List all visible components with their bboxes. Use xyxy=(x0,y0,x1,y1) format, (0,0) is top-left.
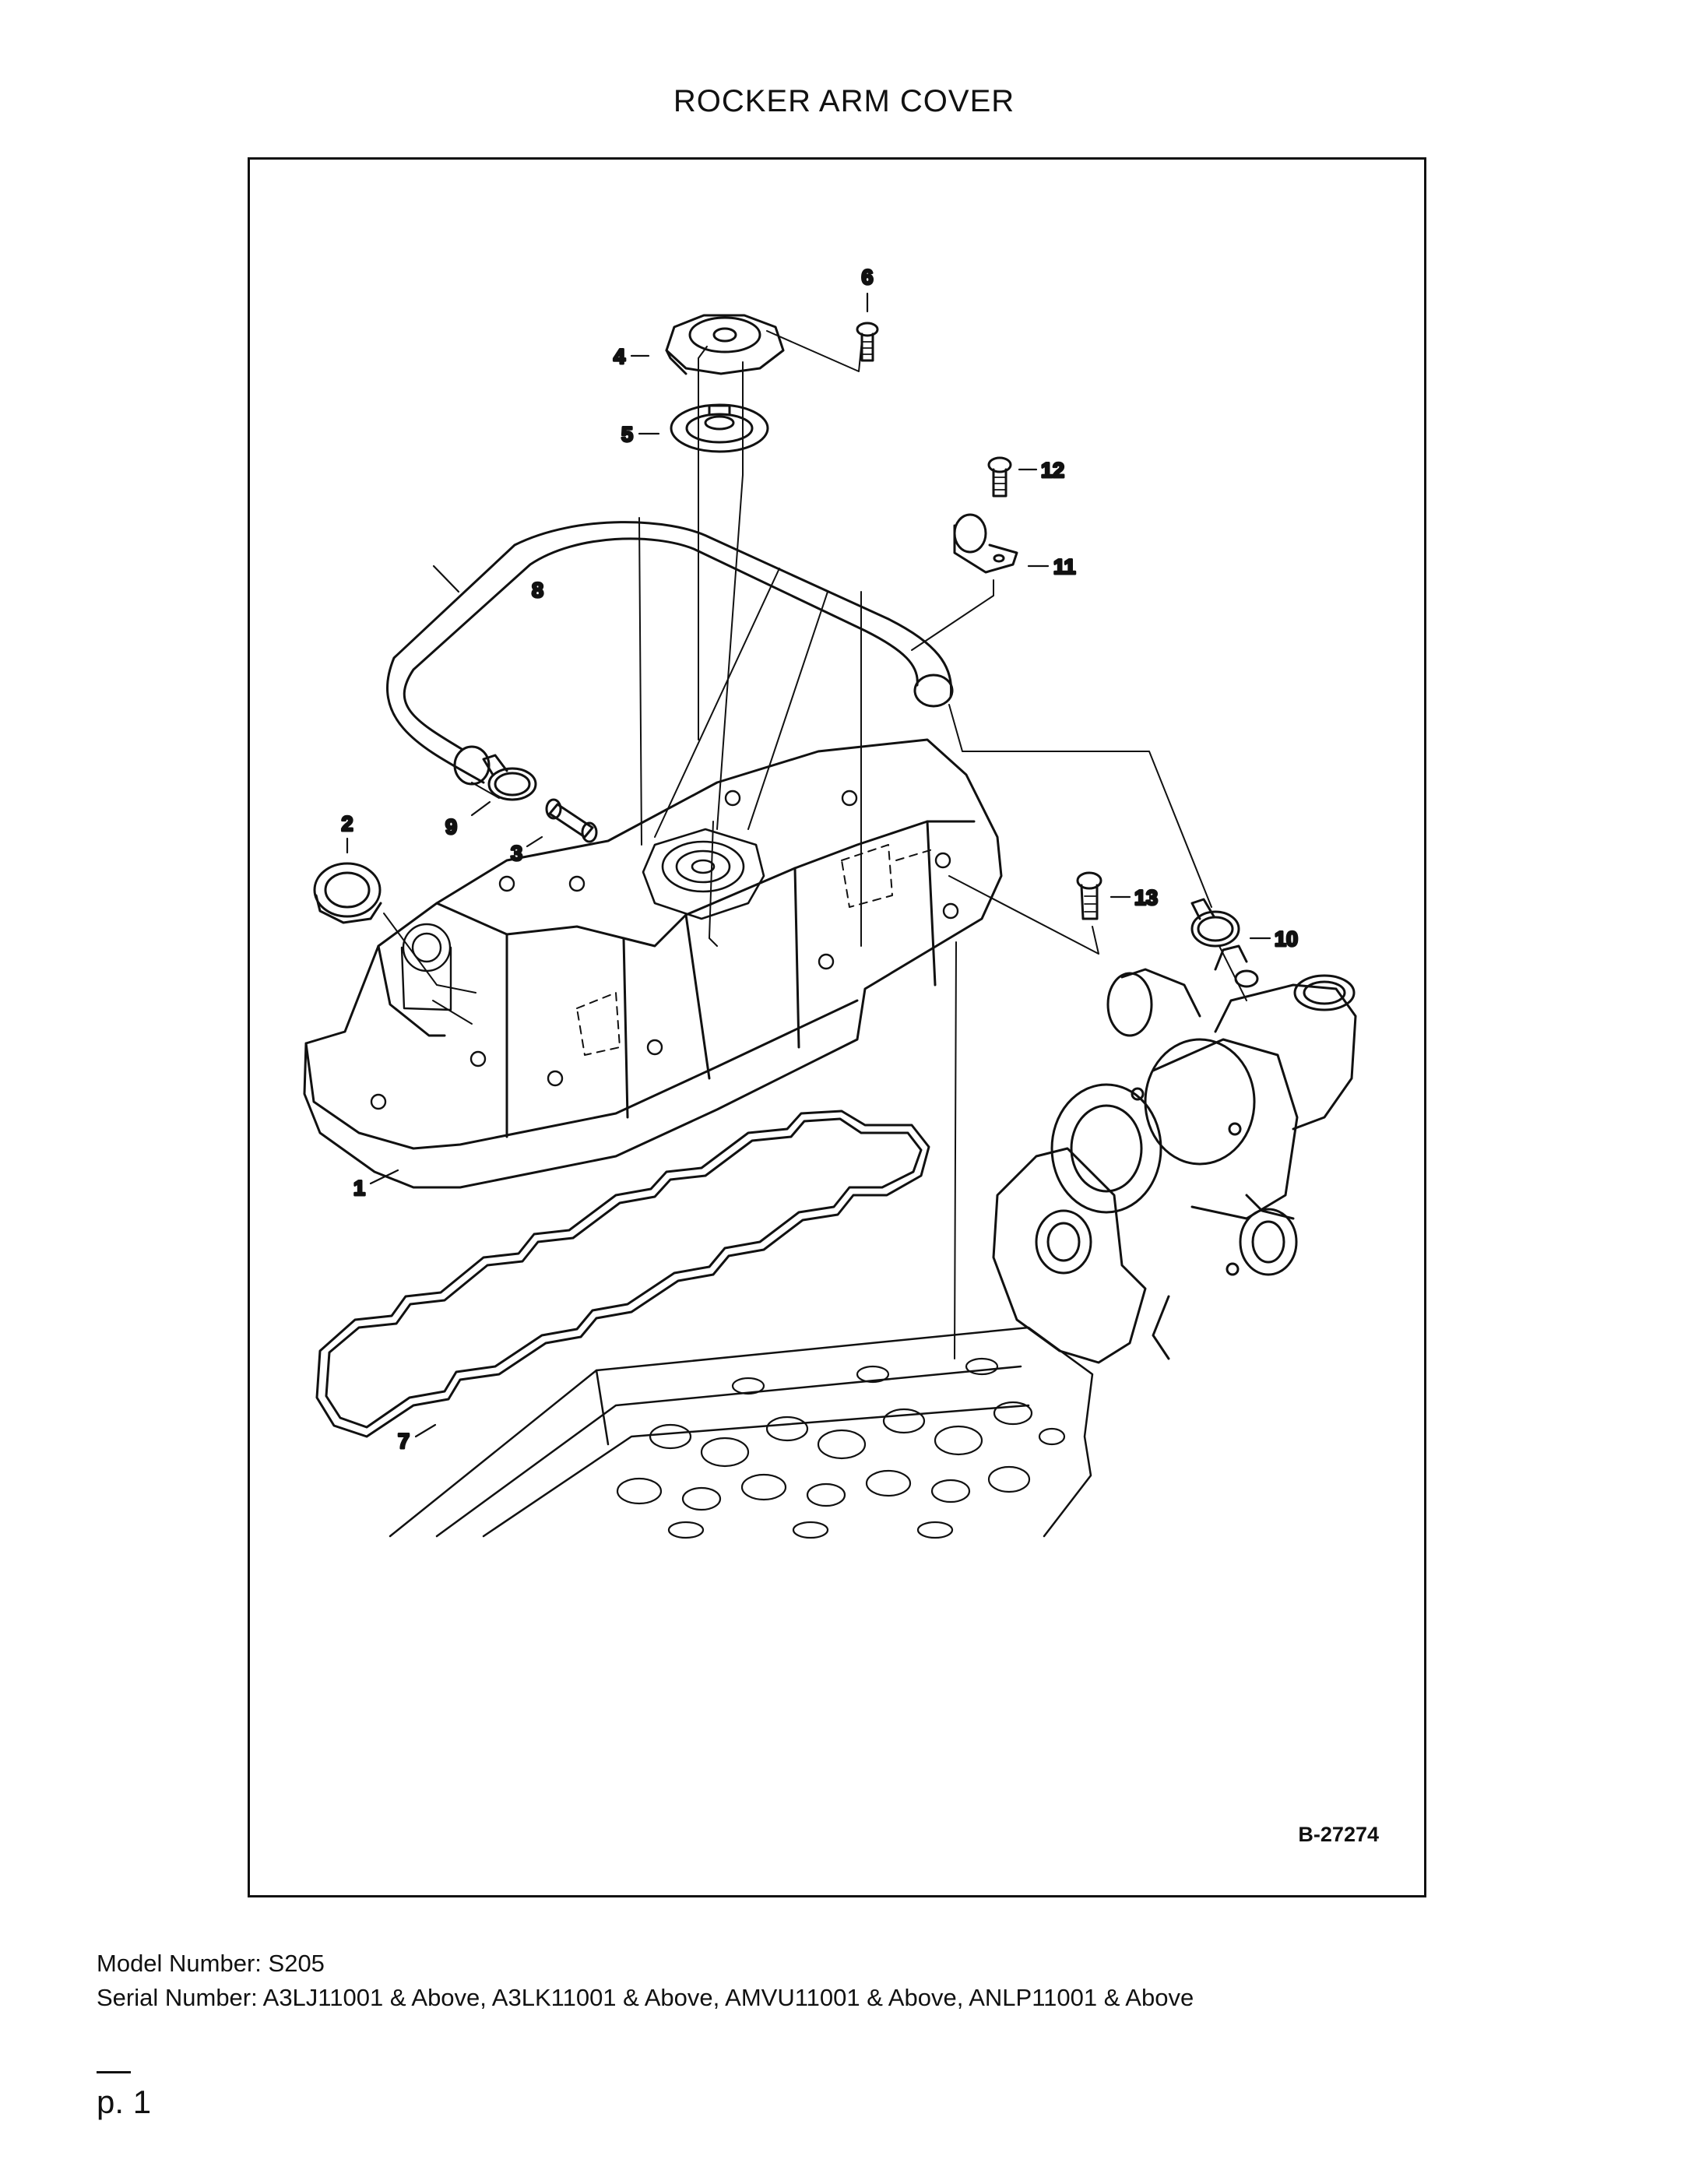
page-number-rule xyxy=(97,2071,131,2073)
serial-number: Serial Number: A3LJ11001 & Above, A3LK11… xyxy=(97,1984,1194,2011)
breather-pipe-drawing xyxy=(545,798,598,843)
cylinder-head-drawing xyxy=(389,1326,1094,1539)
callout-12: 12 xyxy=(1041,459,1064,482)
callout-10: 10 xyxy=(1275,927,1298,951)
gasket-drawing xyxy=(315,1110,930,1438)
model-number: Model Number: S205 xyxy=(97,1950,325,1977)
cover-bolt-drawing xyxy=(1076,871,1102,920)
diagram-frame: 6 4 5 12 11 8 2 9 3 13 10 1 7 B-27274 xyxy=(248,157,1426,1897)
breather-cap-drawing xyxy=(665,314,785,375)
callout-1: 1 xyxy=(353,1176,365,1200)
callout-2: 2 xyxy=(341,812,353,835)
callout-11: 11 xyxy=(1053,555,1076,579)
callout-6: 6 xyxy=(861,266,873,289)
oil-filler-seal-drawing xyxy=(313,862,382,924)
callout-4: 4 xyxy=(614,345,625,368)
breather-valve-drawing xyxy=(670,403,769,453)
turbocharger-drawing xyxy=(992,944,1357,1364)
callout-5: 5 xyxy=(621,423,633,446)
clip-bolt-drawing xyxy=(987,456,1012,498)
callout-leader-lines xyxy=(346,292,1271,1438)
callout-3: 3 xyxy=(511,842,522,865)
hose-clamp-drawing xyxy=(482,754,537,801)
figure-id: B-27274 xyxy=(1298,1823,1379,1846)
callout-9: 9 xyxy=(445,815,457,839)
rocker-cover-drawing xyxy=(303,738,1003,1189)
breather-hose-drawing xyxy=(386,521,954,786)
exploded-parts-diagram: 6 4 5 12 11 8 2 9 3 13 10 1 7 xyxy=(303,265,1357,1539)
hose-clip-drawing xyxy=(953,513,1018,574)
assembly-guide-lines xyxy=(383,330,1247,1359)
turbo-hose-clamp-drawing xyxy=(1190,898,1240,948)
page-title: ROCKER ARM COVER xyxy=(673,84,1015,118)
callout-13: 13 xyxy=(1134,886,1158,909)
page-number: p. 1 xyxy=(97,2084,152,2120)
callout-7: 7 xyxy=(398,1430,410,1453)
callout-8: 8 xyxy=(532,579,543,602)
